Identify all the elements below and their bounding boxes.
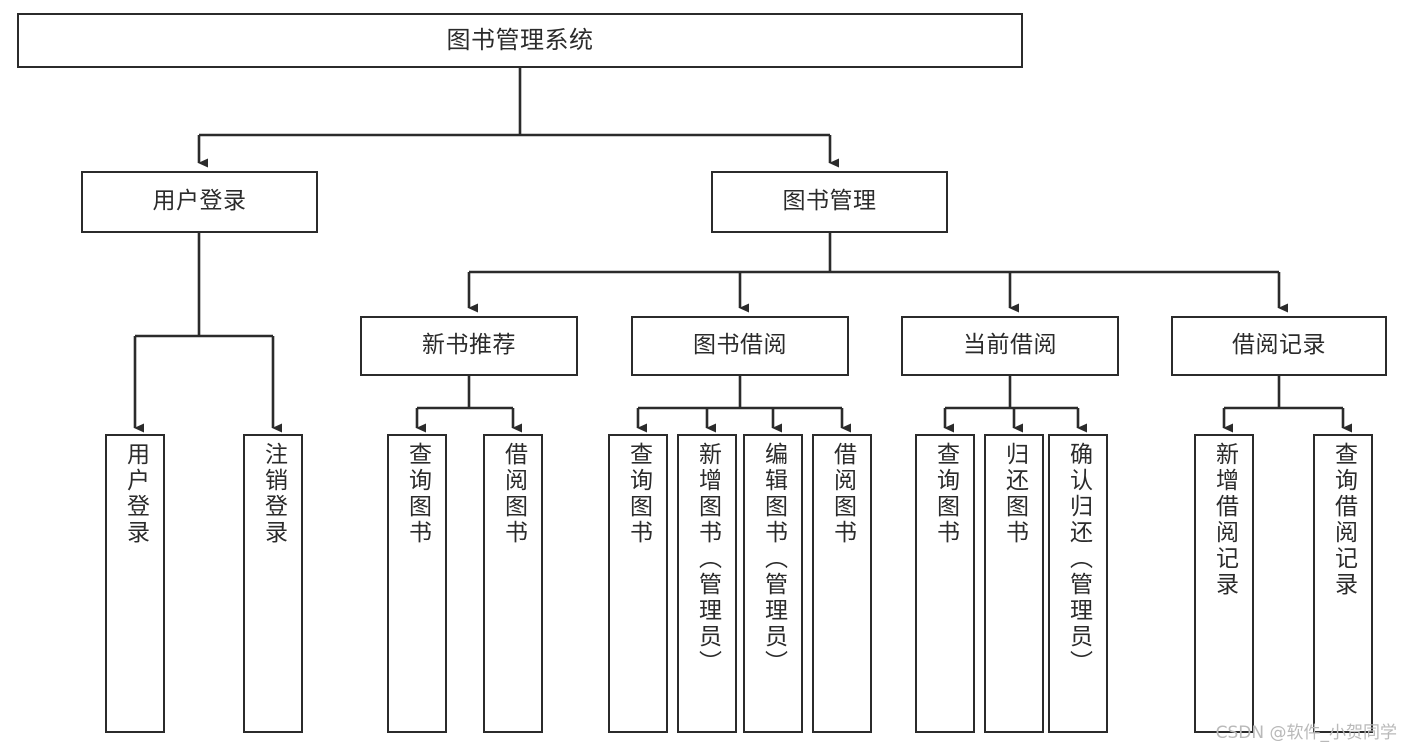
node-new-book-recommendation[interactable]: 新书推荐: [360, 316, 578, 376]
node-root-book-management-system[interactable]: 图书管理系统: [17, 13, 1023, 68]
leaf-current-borrow-confirm-return-admin[interactable]: 确认归还（管理员）: [1048, 434, 1108, 733]
node-label: 查询图书: [404, 442, 431, 546]
node-label: 注销登录: [260, 442, 287, 546]
node-label: 图书管理: [782, 188, 877, 215]
leaf-new-book-borrow-books[interactable]: 借阅图书: [483, 434, 543, 733]
node-label: 用户登录: [122, 442, 149, 546]
leaf-records-query-borrow-record[interactable]: 查询借阅记录: [1313, 434, 1373, 733]
leaf-user-login-login[interactable]: 用户登录: [105, 434, 165, 733]
leaf-new-book-query-books[interactable]: 查询图书: [387, 434, 447, 733]
node-label: 查询借阅记录: [1330, 442, 1357, 598]
leaf-book-borrow-add-book-admin[interactable]: 新增图书（管理员）: [677, 434, 737, 733]
leaf-book-borrow-borrow-books[interactable]: 借阅图书: [812, 434, 872, 733]
node-label: 新增借阅记录: [1211, 442, 1238, 598]
node-label: 借阅图书: [829, 442, 856, 546]
leaf-book-borrow-query-books[interactable]: 查询图书: [608, 434, 668, 733]
node-label: 查询图书: [932, 442, 959, 546]
node-borrow-records[interactable]: 借阅记录: [1171, 316, 1387, 376]
node-label: 新书推荐: [422, 332, 516, 359]
node-label: 用户登录: [152, 188, 247, 215]
node-label: 编辑图书（管理员）: [760, 442, 787, 676]
node-label: 新增图书（管理员）: [694, 442, 721, 676]
node-label: 归还图书: [1001, 442, 1028, 546]
node-book-borrowing[interactable]: 图书借阅: [631, 316, 849, 376]
node-label: 借阅图书: [500, 442, 527, 546]
node-label: 当前借阅: [963, 332, 1057, 359]
node-current-borrowing[interactable]: 当前借阅: [901, 316, 1119, 376]
node-label: 确认归还（管理员）: [1065, 442, 1092, 676]
node-label: 查询图书: [625, 442, 652, 546]
node-user-login[interactable]: 用户登录: [81, 171, 318, 233]
leaf-current-borrow-return-books[interactable]: 归还图书: [984, 434, 1044, 733]
node-label: 图书管理系统: [446, 26, 594, 55]
node-label: 借阅记录: [1232, 332, 1326, 359]
csdn-watermark: CSDN @软件_小贺同学: [1215, 723, 1397, 743]
leaf-records-add-borrow-record[interactable]: 新增借阅记录: [1194, 434, 1254, 733]
leaf-book-borrow-edit-book-admin[interactable]: 编辑图书（管理员）: [743, 434, 803, 733]
node-book-management[interactable]: 图书管理: [711, 171, 948, 233]
leaf-user-login-logout[interactable]: 注销登录: [243, 434, 303, 733]
leaf-current-borrow-query-books[interactable]: 查询图书: [915, 434, 975, 733]
node-label: 图书借阅: [693, 332, 787, 359]
